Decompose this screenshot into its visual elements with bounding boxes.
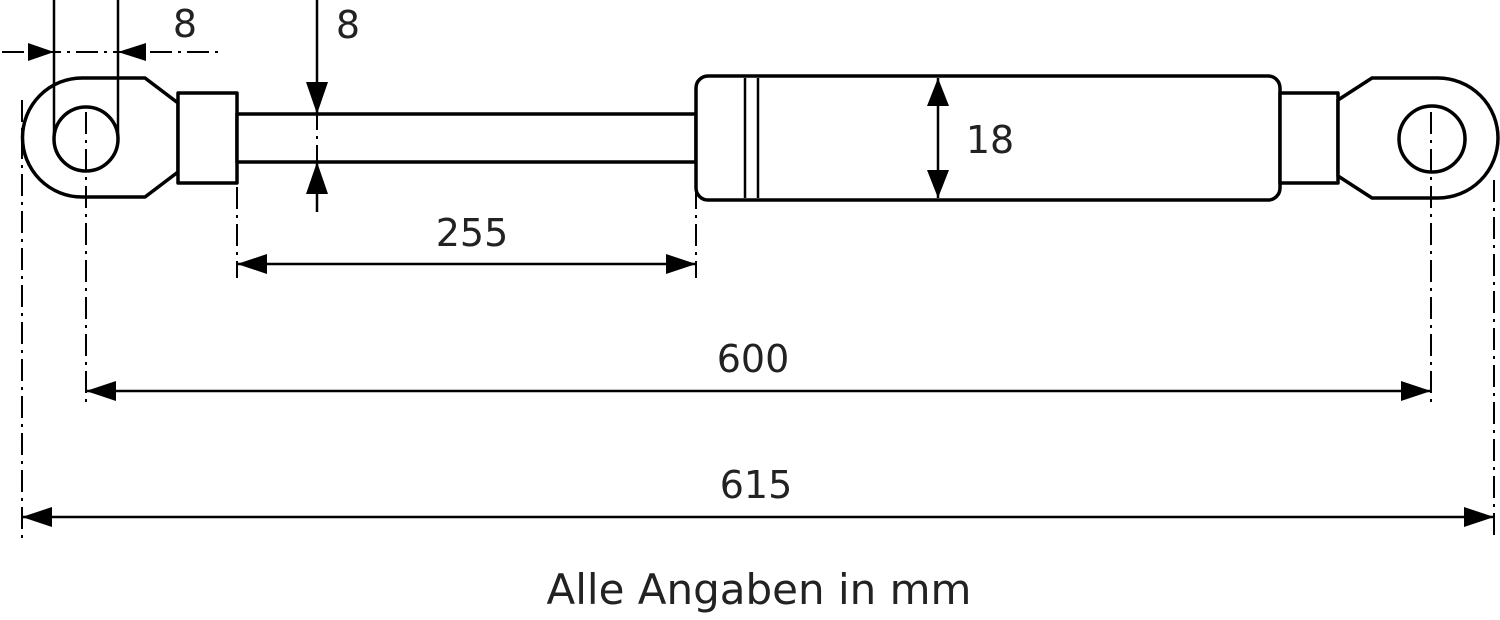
stroke-arrow-left (237, 254, 267, 274)
rod-diameter-label: 8 (336, 3, 360, 47)
overall-length-label: 615 (720, 463, 793, 507)
hole-arrow-right (118, 43, 146, 61)
rod-stroke-length-label: 255 (436, 211, 509, 255)
rod-arrow-bottom (306, 162, 328, 194)
eye-center-distance-label: 600 (717, 337, 790, 381)
stroke-arrow-right (666, 254, 696, 274)
overall-length-arrow-right (1464, 507, 1494, 527)
cylinder-arrow-bottom (927, 170, 949, 198)
eye-hole-diameter-label: 8 (173, 2, 197, 46)
center-distance-arrow-right (1401, 381, 1431, 401)
left-collar (176, 91, 239, 185)
units-caption: Alle Angaben in mm (547, 565, 972, 614)
hole-arrow-left (28, 43, 54, 61)
right-collar (1278, 91, 1340, 185)
right-eye-hole (1397, 104, 1467, 174)
rod-arrow-top (306, 82, 328, 114)
piston-rod (235, 112, 698, 164)
cylinder-arrow-top (927, 78, 949, 106)
cylinder-diameter-label: 18 (966, 118, 1014, 162)
center-distance-arrow-left (86, 381, 116, 401)
overall-length-arrow-left (22, 507, 52, 527)
